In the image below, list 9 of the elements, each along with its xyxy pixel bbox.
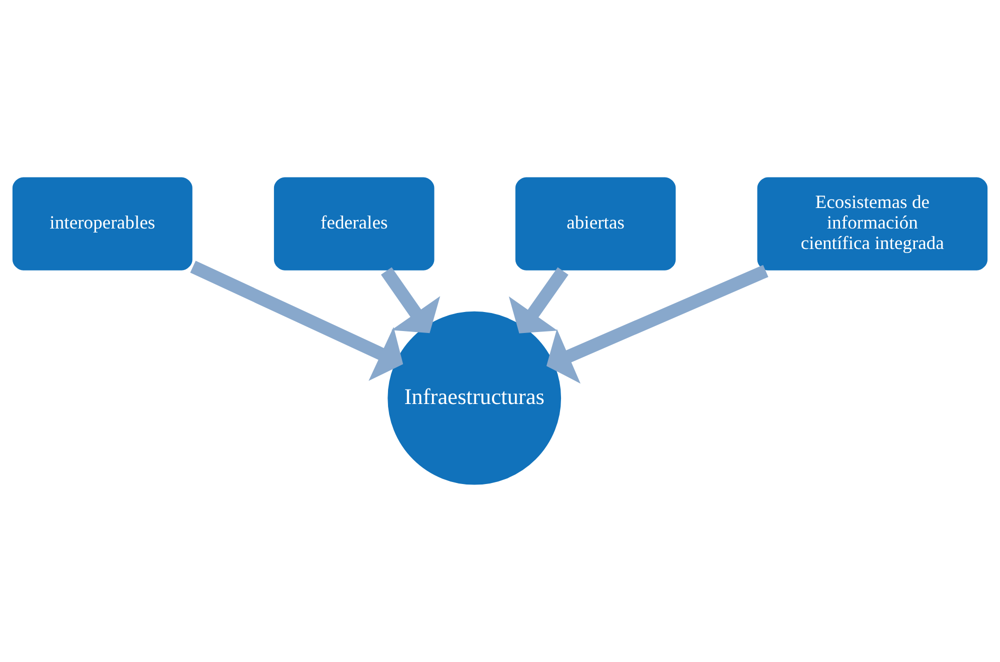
arrow: [190, 260, 404, 381]
node-box: Ecosistemas de información científica integrada: [756, 176, 988, 272]
node-box: federales: [273, 176, 436, 272]
arrow: [508, 267, 568, 334]
node-box: abiertas: [514, 176, 677, 272]
node-circle: Infraestructuras: [386, 310, 562, 486]
arrow: [380, 267, 440, 334]
arrow: [546, 264, 768, 384]
node-box: interoperables: [12, 176, 194, 272]
